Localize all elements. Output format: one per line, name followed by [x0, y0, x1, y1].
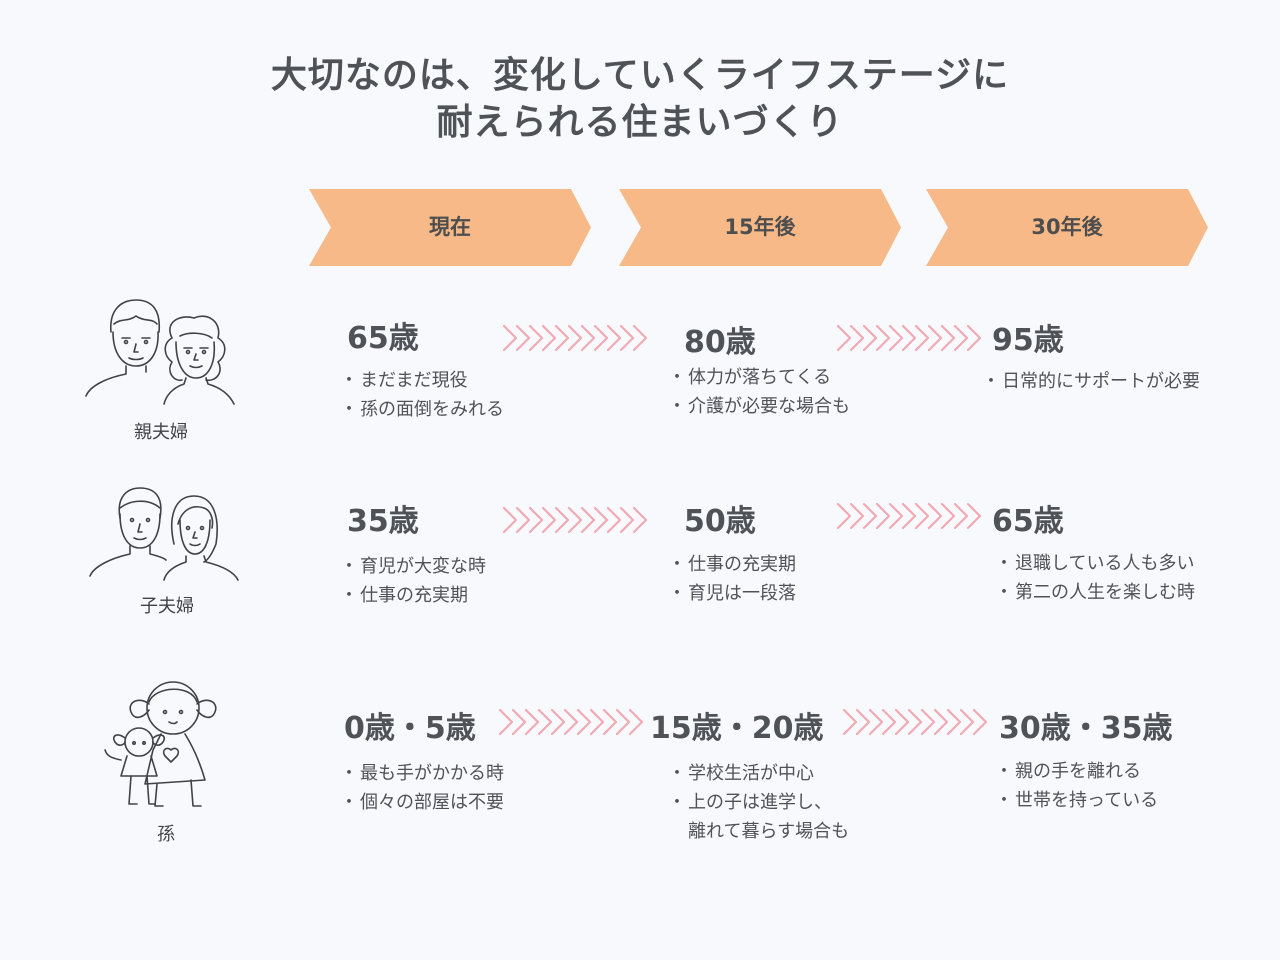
note-item: 育児が大変な時 [340, 552, 486, 581]
age-value: 80歳 [684, 325, 756, 360]
stage-label: 15年後 [724, 215, 796, 239]
stage-arrow-shape [619, 189, 901, 266]
age-notes: 学校生活が中心 上の子は進学し、 離れて暮らす場合も [668, 759, 850, 846]
age-notes: 退職している人も多い 第二の人生を楽しむ時 [995, 549, 1195, 607]
stage-label: 30年後 [1031, 215, 1103, 239]
note-item: 仕事の充実期 [340, 581, 486, 610]
note-item: 仕事の充実期 [668, 550, 796, 579]
age-value: 65歳 [992, 504, 1064, 539]
stage-banner-now: 現在 [309, 189, 591, 266]
person-grandchildren: 孫 [81, 676, 251, 846]
person-label: 孫 [157, 824, 175, 845]
person-label: 子夫婦 [140, 596, 194, 617]
stage-arrow-shape [309, 189, 591, 266]
chevron-arrows-icon [502, 324, 648, 352]
note-item: 最も手がかかる時 [340, 759, 504, 788]
note-item: 世帯を持っている [995, 786, 1158, 815]
note-item: 個々の部屋は不要 [340, 788, 504, 817]
age-notes: 仕事の充実期 育児は一段落 [668, 550, 796, 608]
stage-label: 現在 [429, 215, 471, 239]
adult-couple-icon [89, 487, 239, 581]
age-value: 50歳 [684, 504, 756, 539]
elderly-couple-icon [85, 299, 235, 405]
person-label: 親夫婦 [134, 422, 188, 443]
note-item: 上の子は進学し、 [668, 788, 849, 817]
chevron-arrows-icon [842, 708, 988, 736]
age-notes: まだまだ現役 孫の面倒をみれる [340, 366, 504, 424]
children-icon [104, 681, 217, 807]
note-item: 退職している人も多い [995, 549, 1195, 578]
person-children-couple: 子夫婦 [82, 484, 252, 618]
title-line-1: 大切なのは、変化していくライフステージに [270, 55, 1010, 96]
note-item: 第二の人生を楽しむ時 [995, 578, 1195, 607]
page-title: 大切なのは、変化していくライフステージに 耐えられる住まいづくり [0, 52, 1280, 146]
age-value: 65歳 [347, 321, 419, 356]
age-value: 35歳 [347, 504, 419, 539]
age-notes: 日常的にサポートが必要 [982, 367, 1200, 396]
note-item: 育児は一段落 [668, 579, 796, 608]
age-notes: 最も手がかかる時 個々の部屋は不要 [340, 759, 504, 817]
note-item: 孫の面倒をみれる [340, 395, 504, 424]
chevron-arrows-icon [836, 324, 982, 352]
age-value: 15歳・20歳 [650, 711, 824, 746]
person-parents: 親夫婦 [76, 292, 246, 444]
stage-arrow-shape [926, 189, 1208, 266]
note-item: 親の手を離れる [995, 757, 1158, 786]
age-notes: 体力が落ちてくる 介護が必要な場合も [668, 363, 850, 421]
chevron-arrows-icon [502, 506, 648, 534]
title-line-2: 耐えられる住まいづくり [436, 102, 844, 143]
stage-banner-30-years: 30年後 [926, 189, 1208, 266]
chevron-arrows-icon [836, 502, 982, 530]
age-notes: 育児が大変な時 仕事の充実期 [340, 552, 486, 610]
chevron-arrows-icon [498, 708, 644, 736]
age-value: 0歳・5歳 [344, 711, 476, 746]
note-item: まだまだ現役 [340, 366, 504, 395]
age-value: 95歳 [992, 323, 1064, 358]
stage-banner-15-years: 15年後 [619, 189, 901, 266]
note-item-continuation: 離れて暮らす場合も [688, 821, 850, 842]
note-item: 体力が落ちてくる [668, 363, 850, 392]
note-item: 介護が必要な場合も [668, 392, 850, 421]
age-value: 30歳・35歳 [999, 711, 1173, 746]
age-notes: 親の手を離れる 世帯を持っている [995, 757, 1158, 815]
note-item: 学校生活が中心 [668, 759, 849, 788]
note-item: 日常的にサポートが必要 [982, 367, 1200, 396]
